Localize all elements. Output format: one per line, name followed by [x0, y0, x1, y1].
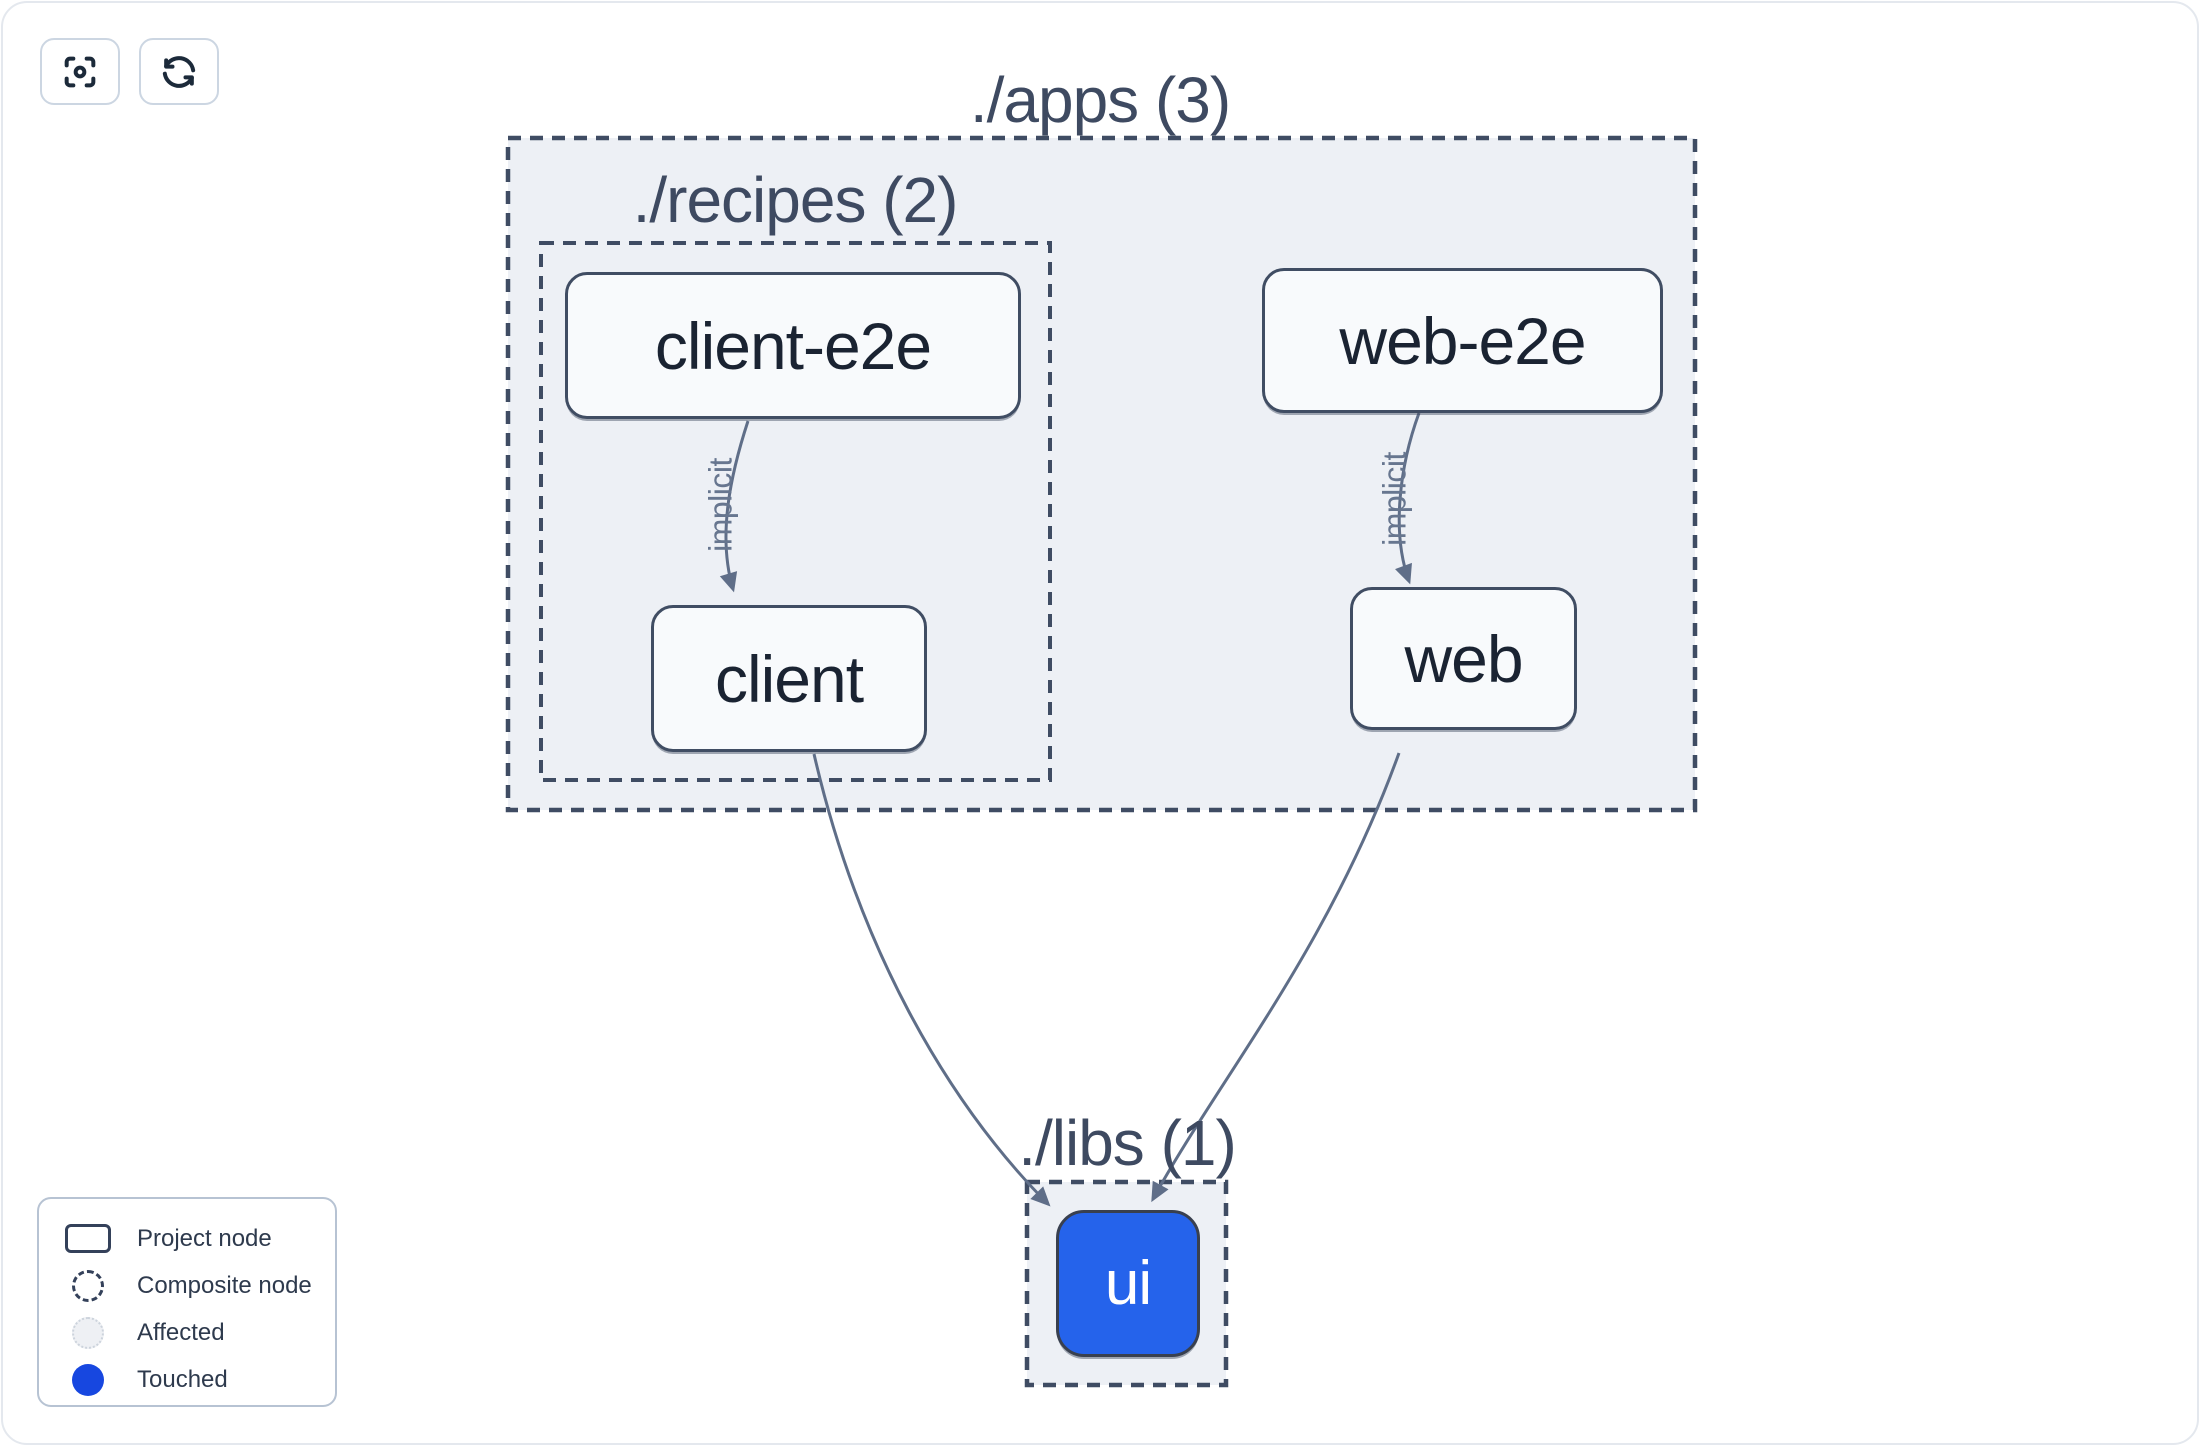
refresh-icon [162, 55, 196, 88]
legend-label: Project node [137, 1224, 272, 1252]
node-web[interactable]: web [1350, 587, 1577, 730]
legend-label: Affected [137, 1318, 225, 1346]
focus-button[interactable] [40, 38, 120, 105]
node-web-e2e[interactable]: web-e2e [1262, 268, 1663, 413]
node-label: web [1404, 621, 1523, 696]
focus-icon [64, 56, 96, 87]
composite-label-recipes[interactable]: ./recipes (2) [632, 164, 959, 236]
node-client[interactable]: client [651, 605, 927, 752]
project-node-swatch-icon [39, 1224, 137, 1253]
edge-client-to-ui [812, 753, 1051, 1207]
node-ui[interactable]: ui [1056, 1210, 1200, 1357]
edge-web-to-ui [1151, 752, 1401, 1203]
composite-node-swatch-icon [39, 1269, 137, 1302]
edge-client-e2e-to-client [719, 420, 750, 593]
legend-item-affected: Affected [39, 1309, 335, 1356]
legend-item-composite-node: Composite node [39, 1262, 335, 1309]
edge-label-implicit-web[interactable]: implicit [1376, 452, 1412, 546]
node-label: client-e2e [654, 308, 932, 383]
node-label: ui [1104, 1249, 1152, 1318]
legend-label: Touched [137, 1365, 228, 1393]
graph-legend: Project node Composite node Affected Tou… [37, 1197, 337, 1407]
legend-item-project-node: Project node [39, 1215, 335, 1262]
node-label: client [714, 641, 864, 716]
composite-label-apps[interactable]: ./apps (3) [969, 64, 1231, 136]
edge-web-e2e-to-web [1395, 412, 1421, 585]
legend-item-touched: Touched [39, 1356, 335, 1403]
composite-label-libs[interactable]: ./libs (1) [1018, 1107, 1237, 1179]
graph-toolbar [40, 38, 219, 105]
touched-swatch-icon [39, 1363, 137, 1396]
edge-label-implicit-client[interactable]: implicit [702, 458, 738, 552]
composite-node-recipes[interactable] [539, 241, 1052, 782]
node-client-e2e[interactable]: client-e2e [565, 272, 1021, 419]
refresh-button[interactable] [139, 38, 219, 105]
legend-label: Composite node [137, 1271, 312, 1299]
node-label: web-e2e [1339, 303, 1586, 378]
affected-swatch-icon [39, 1316, 137, 1349]
